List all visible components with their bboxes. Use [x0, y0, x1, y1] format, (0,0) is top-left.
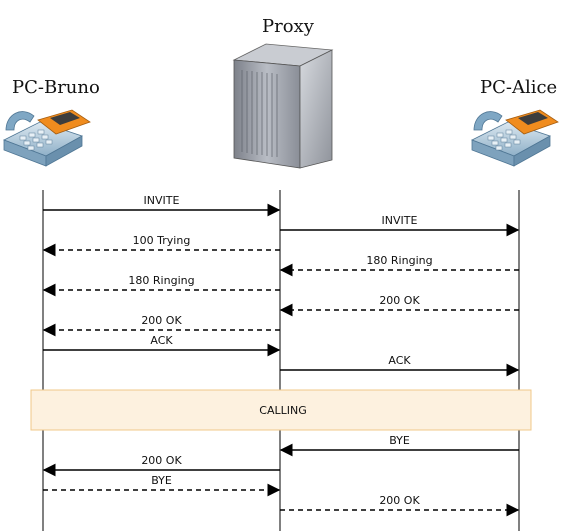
message-label: 200 OK	[141, 454, 182, 467]
server-icon	[232, 43, 334, 169]
message-arrows: INVITE INVITE 100 Trying 180 Ringing 180 Rin…	[42, 194, 520, 517]
message-label: 100 Trying	[133, 234, 191, 247]
message-label: INVITE	[144, 194, 180, 207]
session-band	[30, 389, 532, 431]
pc-alice-label: PC-Alice	[480, 77, 558, 98]
phone-icon	[471, 109, 559, 167]
session-label: CALLING	[259, 404, 306, 417]
message-label: BYE	[389, 434, 410, 447]
message-label: 180 Ringing	[366, 254, 432, 267]
message-label: BYE	[151, 474, 172, 487]
message-label: 180 Ringing	[128, 274, 194, 287]
message-label: ACK	[388, 354, 411, 367]
proxy-label: Proxy	[262, 16, 314, 37]
message-label: INVITE	[382, 214, 418, 227]
message-label: 200 OK	[379, 294, 420, 307]
message-label: 200 OK	[141, 314, 182, 327]
message-label: ACK	[150, 334, 173, 347]
message-label: 200 OK	[379, 494, 420, 507]
phone-icon	[3, 109, 91, 167]
pc-bruno-label: PC-Bruno	[12, 77, 100, 98]
